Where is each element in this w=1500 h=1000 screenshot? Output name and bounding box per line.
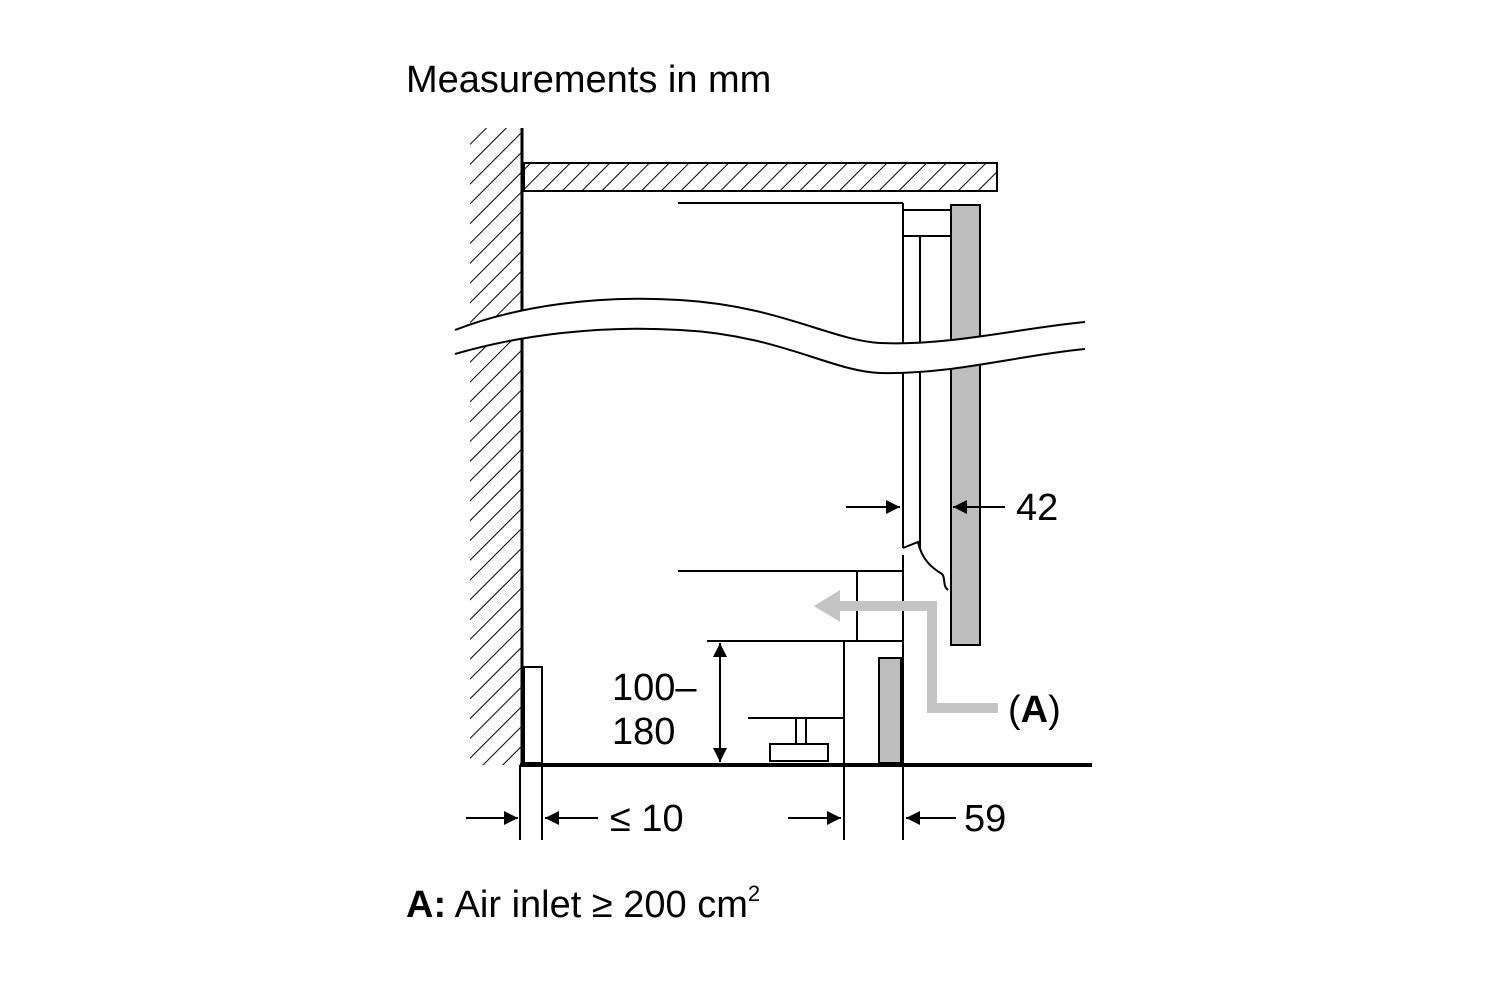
- plinth-panel: [878, 657, 902, 764]
- legend: A: Air inlet ≥ 200 cm2: [406, 881, 760, 926]
- rear-spacer: [523, 666, 543, 764]
- appliance-body: [678, 202, 952, 640]
- adjustable-foot: [769, 717, 829, 762]
- back-wall: [470, 128, 524, 765]
- dimension-59-label: 59: [964, 798, 1006, 840]
- callout-open: (: [1008, 689, 1021, 731]
- callout-close: ): [1048, 689, 1061, 731]
- legend-key: A:: [406, 884, 446, 926]
- break-band: [454, 297, 1086, 375]
- dimension-rear-gap-label: ≤ 10: [610, 798, 684, 840]
- airflow-arrow: [814, 590, 998, 713]
- dimension-rear-gap: [466, 765, 598, 840]
- dimension-height-min: 100–: [612, 667, 697, 709]
- legend-text: Air inlet ≥ 200 cm: [446, 884, 748, 926]
- callout-letter: A: [1021, 689, 1048, 731]
- callout-a: (A): [1008, 689, 1061, 731]
- door-panel: [950, 204, 981, 646]
- diagram-title: Measurements in mm: [406, 59, 771, 101]
- countertop: [523, 162, 998, 192]
- dimension-42-label: 42: [1016, 487, 1058, 529]
- dimension-height-max: 180: [612, 711, 675, 753]
- legend-superscript: 2: [748, 881, 760, 906]
- base-structure: [707, 570, 904, 840]
